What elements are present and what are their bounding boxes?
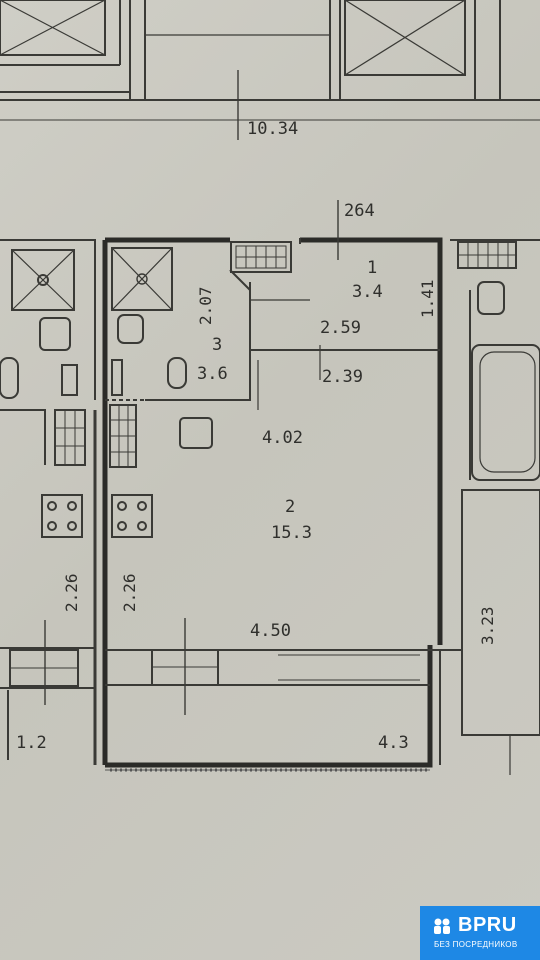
interior-walls (105, 200, 440, 715)
label-2-07: 2.07 (196, 286, 215, 325)
label-3-23: 3.23 (478, 606, 497, 645)
bpru-watermark-badge: BPRU БЕЗ ПОСРЕДНИКОВ (420, 906, 540, 960)
label-2-26-left: 2.26 (62, 573, 81, 612)
label-4-3: 4.3 (378, 733, 409, 753)
label-2-39: 2.39 (322, 367, 363, 387)
label-4-50: 4.50 (250, 621, 291, 641)
apartment-walls (102, 237, 443, 768)
people-icon (434, 918, 450, 934)
room2-area: 15.3 (271, 523, 312, 543)
label-1-41: 1.41 (418, 279, 437, 318)
top-units (0, 0, 540, 140)
label-2-26-mid: 2.26 (120, 573, 139, 612)
room1-number: 1 (367, 258, 377, 278)
label-264: 264 (344, 201, 375, 221)
room1-area: 3.4 (352, 282, 383, 302)
label-10-34: 10.34 (247, 119, 298, 139)
left-neighbor (0, 239, 97, 765)
badge-brand: BPRU (458, 914, 517, 936)
right-neighbor (430, 239, 540, 775)
label-2-59: 2.59 (320, 318, 361, 338)
badge-tagline: БЕЗ ПОСРЕДНИКОВ (434, 940, 518, 949)
label-1-2: 1.2 (16, 733, 47, 753)
room3-area: 3.6 (197, 364, 228, 384)
label-4-02: 4.02 (262, 428, 303, 448)
room2-number: 2 (285, 497, 295, 517)
room3-number: 3 (212, 335, 222, 355)
